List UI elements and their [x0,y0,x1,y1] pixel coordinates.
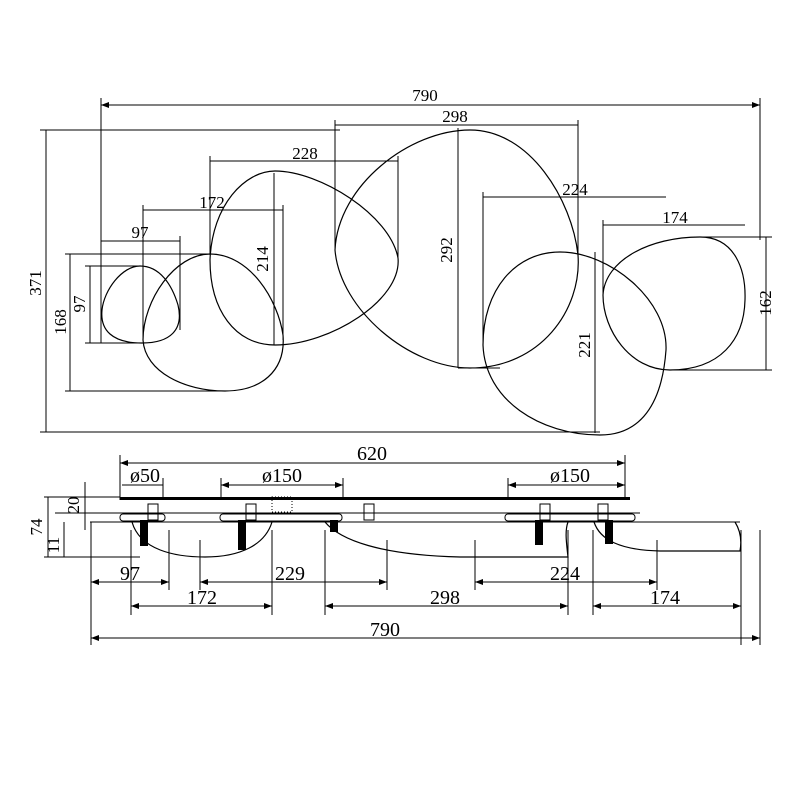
dim-shade-3-width: 228 [292,144,318,163]
shade-side-3 [593,521,742,552]
dims-row-2: 172 298 174 [130,530,742,645]
shade-side-2 [324,521,569,558]
dim-canopy-left: ø150 [262,465,302,487]
dim-shade-2-width: 172 [199,193,225,212]
dim-shade-5-height: 221 [575,332,594,358]
dim-canopy-small: ø50 [130,465,160,487]
dim-total-height: 74 [27,518,46,536]
dim-shade-6-height: 162 [756,290,775,316]
dim-shade-2-height: 168 [51,309,70,335]
dim-shade-3-height: 214 [253,246,272,272]
support-rods [140,520,613,550]
driver-box [271,496,293,513]
shade-1-outline [101,265,180,344]
dims-row-1: 97 229 224 [90,522,658,645]
dim-shade-4-width: 298 [442,107,468,126]
shade-side-1 [131,521,273,558]
dim-row1-2: 229 [275,563,305,585]
dim-overall-width-side: 790 [370,619,400,641]
dim-row2-2: 298 [430,587,460,609]
dim-shade-height: 11 [44,537,63,553]
dim-canopy-right: ø150 [550,465,590,487]
dim-plate-length: 620 [357,443,387,465]
dim-overall-height: 371 [26,270,45,296]
shade-5-outline [482,251,667,436]
dim-row2-3: 174 [650,587,680,609]
shade-3-outline [209,170,399,346]
dim-row1-3: 224 [550,563,580,585]
dim-shade-1-height: 97 [70,295,89,313]
dim-shade-1-width: 97 [132,223,150,242]
dim-shade-5-width: 224 [562,180,588,199]
dim-row1-1: 97 [120,563,140,585]
mounting-plate [120,497,630,500]
side-view: 620 ø50 ø150 ø150 [27,443,761,645]
dim-plate-height: 20 [64,497,83,514]
dim-shade-4-height: 292 [437,237,456,263]
dim-row2-1: 172 [187,587,217,609]
dim-overall-width-top: 790 [412,86,438,105]
top-view: 790 371 97 97 172 168 228 214 298 [26,86,775,436]
shade-6-outline [602,236,746,371]
dim-shade-6-width: 174 [662,208,688,227]
shade-4-outline [334,129,579,369]
shade-2-outline [142,253,284,392]
